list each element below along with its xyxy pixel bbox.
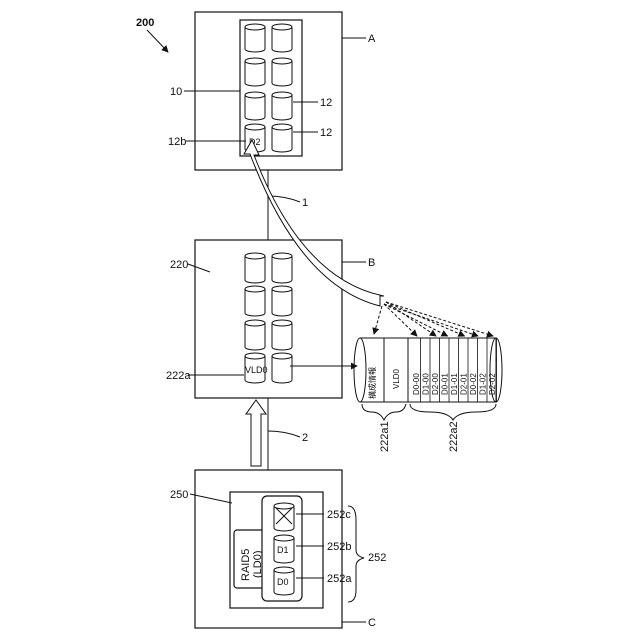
node-a-drive-1-1 — [272, 58, 292, 86]
ref-252b-label: 252b — [327, 541, 351, 553]
node-a-label: A — [368, 33, 376, 45]
ref-12-label-upper: 12 — [320, 97, 332, 109]
figure-ref-arrow — [147, 30, 168, 52]
raid-drive-0 — [274, 503, 294, 531]
config-row-text: D0-00 — [412, 373, 421, 395]
ref-222a-label: 222a — [166, 370, 191, 382]
config-row-text: D2-00 — [431, 373, 440, 395]
node-b-drive-1-0 — [272, 253, 292, 283]
node-b-label: B — [368, 257, 375, 269]
vld0-drive-label: VLD0 — [245, 365, 268, 375]
config-row-text: D2-02 — [488, 373, 497, 395]
ref-222a2-label: 222a2 — [448, 421, 460, 452]
ref-222a1-label: 222a1 — [379, 421, 391, 452]
node-b-drive-0-2 — [245, 320, 265, 350]
node-a-drive-0-2 — [245, 92, 265, 120]
drive-d1-label: D1 — [277, 545, 289, 555]
dashed-pointer-row — [386, 302, 465, 336]
config-name: VLD0 — [392, 368, 401, 389]
config-header: 構成情報 — [367, 367, 377, 399]
ref-12b-label: 12b — [168, 136, 186, 148]
link-2-leader — [268, 431, 300, 437]
dashed-pointer-row — [384, 304, 478, 336]
drive-d0-label: D0 — [277, 577, 289, 587]
config-row-text: D0-01 — [441, 373, 450, 395]
ref-252-label: 252 — [368, 552, 386, 564]
node-a-drive-0-0 — [245, 24, 265, 52]
brace-222a1 — [362, 404, 406, 420]
ref-10-label: 10 — [170, 86, 182, 98]
node-c-label: C — [368, 617, 376, 629]
link-2-label: 2 — [302, 432, 308, 444]
link-1-label: 1 — [302, 197, 308, 209]
dashed-pointer-row — [384, 304, 448, 336]
ref-252a-label: 252a — [327, 573, 352, 585]
config-row-text: D1-02 — [479, 373, 488, 395]
config-row-text: D2-01 — [460, 373, 469, 395]
node-a-drive-1-2 — [272, 92, 292, 120]
ref-220-label: 220 — [170, 259, 188, 271]
row-pointer-arrows — [374, 302, 493, 336]
ref-252c-label: 252c — [327, 509, 351, 521]
node-a-drive-1-0 — [272, 24, 292, 52]
brace-222a2 — [410, 404, 496, 420]
transfer-hollow-arrow — [246, 400, 266, 466]
node-b-drive-1-2 — [272, 320, 292, 350]
config-row-text: D1-00 — [422, 373, 431, 395]
config-row-text: D1-01 — [450, 373, 459, 395]
ref-12-label-lower: 12 — [320, 127, 332, 139]
raid5-line1: RAID5 — [240, 549, 252, 581]
dashed-pointer-row — [386, 302, 493, 336]
ref-250-label: 250 — [170, 489, 188, 501]
dashed-pointer-header — [374, 306, 382, 334]
node-b-drive-1-3 — [272, 353, 292, 383]
node-a-drive-1-3 — [272, 124, 292, 152]
figure-ref-label: 200 — [136, 17, 154, 29]
node-b-drive-1-1 — [272, 286, 292, 316]
node-b-drive-0-0 — [245, 253, 265, 283]
config-row-text: D0-02 — [469, 373, 478, 395]
node-b-drive-0-1 — [245, 286, 265, 316]
node-a-drive-0-1 — [245, 58, 265, 86]
config-table-rows: D0-00D1-00D2-00D0-01D1-01D2-01D0-02D1-02… — [412, 338, 497, 402]
